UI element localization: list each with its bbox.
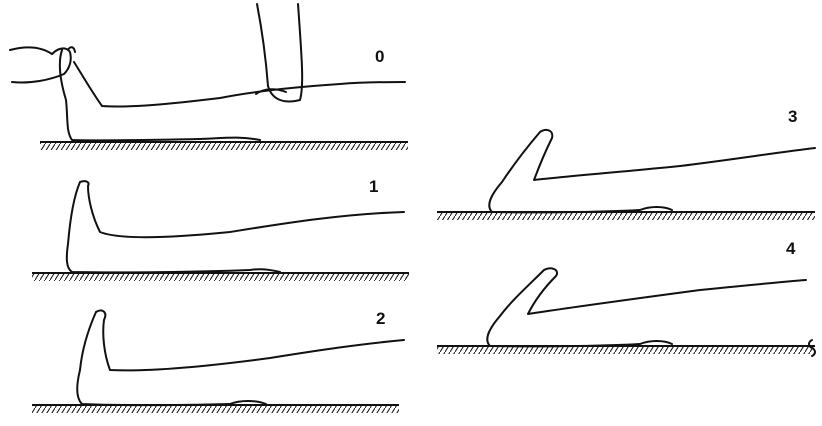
panel-number-0: 0	[375, 47, 384, 66]
panel-number-4: 4	[786, 239, 796, 258]
panel-2: 2	[32, 309, 404, 413]
panel-3: 3	[437, 107, 815, 220]
panel-4: 4	[437, 239, 815, 356]
leg-outline-2	[77, 310, 404, 405]
leg-outline-0	[60, 47, 405, 140]
panel-1: 1	[32, 177, 409, 281]
leg-outline-4	[487, 268, 806, 346]
ground-0	[40, 142, 408, 150]
ground-1	[32, 273, 409, 281]
leg-outline-3	[489, 130, 815, 212]
panel-0: 0	[10, 4, 408, 150]
ground-4	[437, 346, 815, 354]
panel-number-1: 1	[369, 177, 378, 196]
panel-number-2: 2	[376, 309, 385, 328]
ground-2	[32, 405, 399, 413]
ground-3	[437, 212, 815, 220]
panel-number-3: 3	[788, 107, 797, 126]
leg-outline-1	[67, 181, 404, 272]
